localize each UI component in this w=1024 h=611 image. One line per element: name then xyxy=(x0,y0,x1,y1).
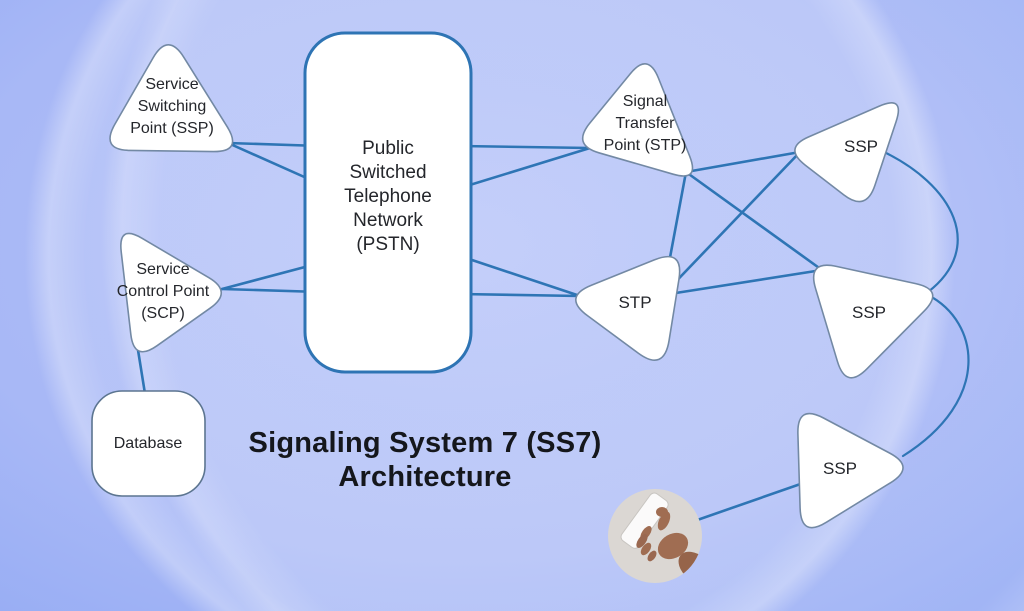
link-pstn-stp2-b xyxy=(458,292,582,298)
link-arc-ssp-mid-bottom xyxy=(901,293,970,458)
node-stp-top-shape xyxy=(581,63,694,177)
node-stp-bottom-shape xyxy=(575,255,681,361)
link-stp2-ssp-mid xyxy=(661,268,824,297)
node-ssp-right-bottom-shape xyxy=(797,412,904,529)
node-ssp-top-left-shape xyxy=(109,44,234,153)
diagram-title-line1: Signaling System 7 (SS7) xyxy=(248,427,602,459)
link-arc-ssp-top-mid xyxy=(878,148,959,294)
node-database-shape xyxy=(91,390,206,497)
node-scp-shape xyxy=(120,232,223,353)
link-stp1-ssp-mid xyxy=(684,170,824,272)
photo-circle xyxy=(608,489,702,583)
node-shapes xyxy=(91,31,934,529)
node-pstn-shape xyxy=(303,31,473,374)
node-ssp-right-middle-shape xyxy=(812,264,934,379)
node-ssp-right-top-shape xyxy=(794,102,900,203)
hand-holding-phone-photo xyxy=(608,489,702,583)
link-stp2-ssp-top xyxy=(661,150,802,297)
link-pstn-stp2-a xyxy=(458,254,582,298)
link-pstn-stp1-b xyxy=(458,146,592,190)
link-pstn-stp1-a xyxy=(458,144,592,150)
diagram-title-line2: Architecture xyxy=(338,461,512,493)
link-stp1-ssp-top xyxy=(684,150,802,174)
diagram-title: Signaling System 7 (SS7) Architecture xyxy=(175,426,675,494)
phone-icon xyxy=(620,492,669,549)
